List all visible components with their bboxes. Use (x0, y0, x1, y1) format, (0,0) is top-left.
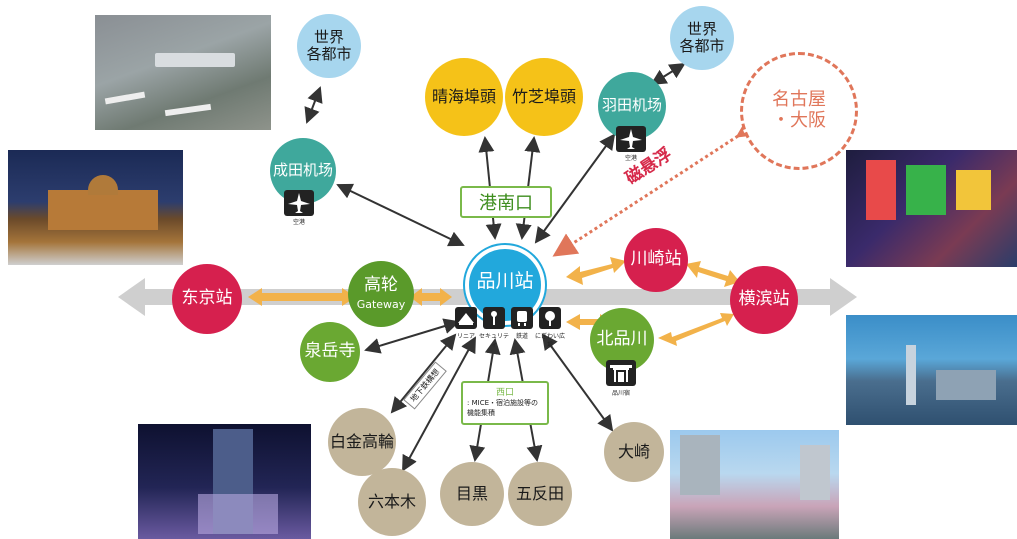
harumi-pier-node: 晴海埠頭 (425, 58, 503, 136)
train-icon (511, 307, 533, 329)
west-exit-box: 西口 : MICE・宿泊施設等の機能集積 (461, 381, 549, 425)
shinagawa-hub-node: 品川站 (465, 245, 545, 325)
maglev-arrow (552, 114, 763, 257)
osaka-photo (846, 150, 1017, 267)
nagoya-line: 名古屋 (772, 89, 826, 111)
haneda-label: 羽田机场 (601, 96, 662, 115)
train-caption: 鉄道 (515, 333, 528, 340)
yokohama-photo (846, 315, 1017, 425)
sengakuji-label: 泉岳寺 (304, 341, 356, 362)
nagoya-osaka-node: 名古屋 ・大阪 (740, 52, 858, 170)
tokyo-station-node: 东京站 (172, 264, 242, 334)
airport-photo (95, 15, 271, 130)
security-caption: セキュリティ (478, 333, 509, 349)
west-exit-label: 西口 (495, 388, 514, 398)
shrine-caption: 品川宿 (611, 390, 630, 397)
osaki-label: 大崎 (617, 441, 650, 461)
narita-label: 成田机场 (272, 161, 333, 180)
takeshiba-pier-node: 竹芝埠頭 (505, 58, 583, 136)
roppongi-node: 六本木 (358, 468, 426, 536)
west-exit-note: : MICE・宿泊施設等の機能集積 (467, 399, 538, 417)
narita-airport-icon (284, 190, 314, 216)
yokohama-label: 横滨站 (738, 289, 790, 310)
world-cities-line1: 世界 (313, 27, 344, 46)
world-cities-node-2: 世界 各都市 (670, 6, 734, 70)
konan-exit-label: 港南口 (479, 193, 533, 214)
shinagawa-label: 品川站 (476, 270, 534, 292)
harumi-label: 晴海埠頭 (431, 86, 496, 106)
park-caption: にぎわい広場 (534, 333, 565, 349)
sengakuji-node: 泉岳寺 (300, 322, 360, 382)
meguro-node: 目黒 (440, 462, 504, 526)
linear-caption: リニア (456, 333, 475, 340)
meguro-river-photo (670, 430, 839, 539)
gateway-label: Gateway (356, 298, 406, 312)
park-tree-icon (539, 307, 561, 329)
haneda-airport-icon (616, 126, 646, 152)
shrine-icon (606, 360, 636, 386)
world-cities-line1b: 世界 (686, 19, 717, 38)
takanawa-gateway-node: 高轮 Gateway (348, 261, 414, 327)
tokyo-station-photo (8, 150, 183, 265)
tokyo-station-label: 东京站 (181, 288, 233, 309)
takanawa-label: 高轮 (364, 274, 398, 295)
linear-icon (455, 307, 477, 329)
world-cities-line2b: 各都市 (679, 37, 725, 55)
kitashinagawa-label: 北品川 (596, 329, 648, 350)
shirokane-node: 白金高輪 (328, 408, 396, 476)
osaki-node: 大崎 (604, 422, 664, 482)
osaka-line: ・大阪 (772, 110, 826, 131)
haneda-icon-caption: 空港 (624, 155, 637, 162)
kawasaki-station-node: 川崎站 (624, 228, 688, 292)
security-icon (483, 307, 505, 329)
world-cities-line2: 各都市 (306, 45, 352, 63)
roppongi-label: 六本木 (367, 491, 416, 511)
roppongi-photo (138, 424, 311, 539)
kawasaki-label: 川崎站 (630, 249, 682, 270)
meguro-label: 目黒 (455, 483, 488, 503)
yokohama-station-node: 横滨站 (730, 266, 798, 334)
takeshiba-label: 竹芝埠頭 (511, 86, 576, 106)
konan-exit-box: 港南口 (460, 186, 552, 218)
world-cities-node-1: 世界 各都市 (297, 14, 361, 78)
narita-icon-caption: 空港 (292, 219, 305, 226)
gotanda-node: 五反田 (508, 462, 572, 526)
gotanda-label: 五反田 (515, 483, 564, 503)
shirokane-label: 白金高輪 (329, 431, 394, 451)
